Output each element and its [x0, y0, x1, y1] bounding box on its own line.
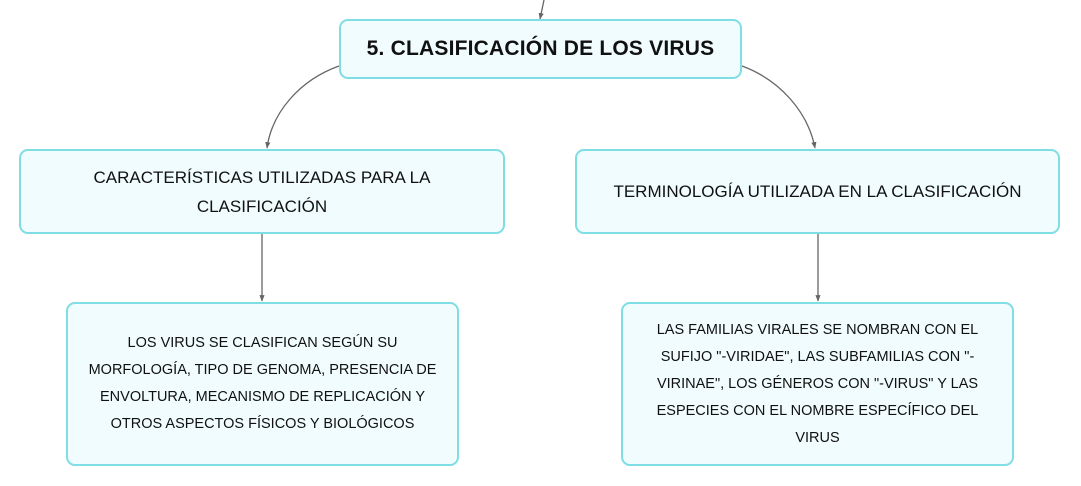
topic-node-caracteristicas[interactable]: CARACTERÍSTICAS UTILIZADAS PARA LA CLASI…: [19, 149, 505, 234]
subtopic-node-nomenclatura[interactable]: LAS FAMILIAS VIRALES SE NOMBRAN CON EL S…: [621, 302, 1014, 466]
connector-parent-to-root: [538, 0, 545, 20]
subtopic-node-clasificacion-criterios[interactable]: LOS VIRUS SE CLASIFICAN SEGÚN SU MORFOLO…: [66, 302, 459, 466]
root-topic-node[interactable]: 5. CLASIFICACIÓN DE LOS VIRUS: [339, 19, 742, 79]
topic-label-terminologia: TERMINOLOGÍA UTILIZADA EN LA CLASIFICACI…: [613, 182, 1022, 201]
subtopic-text-clasificacion-criterios: LOS VIRUS SE CLASIFICAN SEGÚN SU MORFOLO…: [88, 335, 437, 432]
root-topic-title: 5. CLASIFICACIÓN DE LOS VIRUS: [366, 37, 715, 60]
topic-node-terminologia[interactable]: TERMINOLOGÍA UTILIZADA EN LA CLASIFICACI…: [575, 149, 1060, 234]
connector-root-to-left-branch: [265, 65, 340, 149]
connector-root-to-right-branch: [741, 65, 817, 149]
topic-label-caracteristicas: CARACTERÍSTICAS UTILIZADAS PARA LA CLASI…: [93, 167, 431, 216]
subtopic-text-nomenclatura: LAS FAMILIAS VIRALES SE NOMBRAN CON EL S…: [656, 321, 979, 446]
